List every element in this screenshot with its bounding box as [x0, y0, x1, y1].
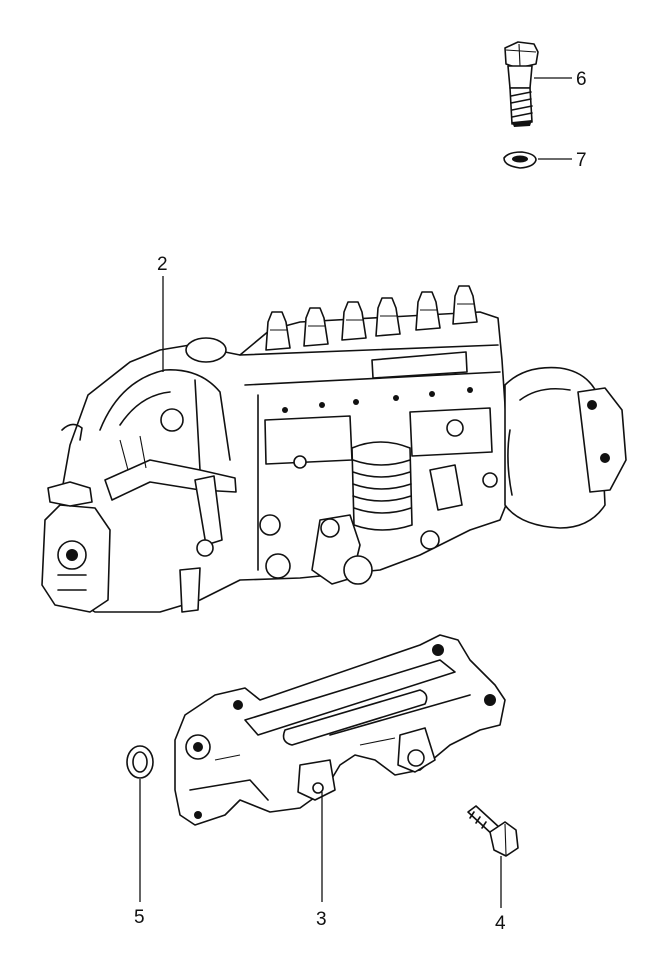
callout-part-4: 4: [495, 913, 506, 934]
callout-part-7: 7: [576, 150, 587, 171]
callout-part-6: 6: [576, 69, 587, 90]
delivery-valve-row: [265, 285, 478, 351]
drive-coupling: [504, 366, 627, 529]
bolt-part-4: [467, 805, 519, 857]
bolt-part-6: [504, 41, 539, 127]
bracket-part-3: [174, 634, 506, 826]
callout-part-2: 2: [157, 254, 168, 275]
callout-part-5: 5: [134, 907, 145, 928]
feed-pump: [311, 441, 413, 585]
injection-pump-part-2: [41, 285, 627, 613]
callout-part-3: 3: [316, 909, 327, 930]
washer-part-5: [126, 745, 154, 779]
washer-part-7: [503, 151, 537, 169]
